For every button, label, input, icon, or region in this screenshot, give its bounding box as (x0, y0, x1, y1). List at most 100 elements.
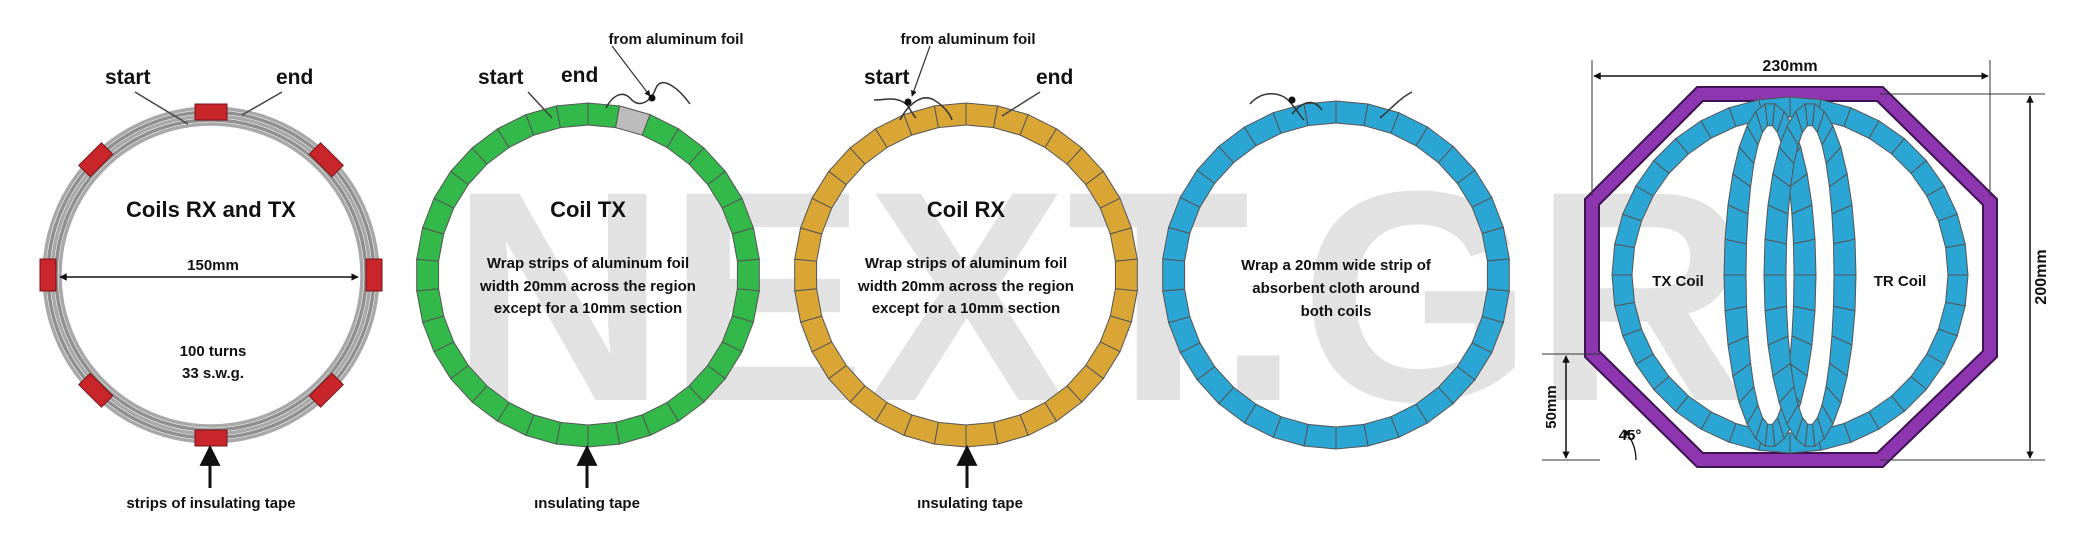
tx-coil-segment (1723, 238, 1748, 276)
coil-tx-solder-point (648, 94, 656, 102)
coil-tx-desc-line1: Wrap strips of aluminum foil (487, 255, 689, 272)
assembly-ring-segment (1611, 274, 1635, 307)
coil-tx-foil-pointer (611, 45, 651, 97)
tape-strip (194, 103, 228, 121)
cloth-wrapped-ring (1162, 100, 1510, 450)
rx-foil-segment (965, 421, 999, 448)
start-wire (134, 91, 189, 125)
cloth-segment (1303, 100, 1337, 127)
tape-strip (78, 372, 114, 408)
tape-strip-rect (39, 258, 57, 292)
angle-label: 45° (1619, 427, 1642, 444)
tape-strip (39, 258, 57, 292)
cloth-desc-line1: Wrap a 20mm wide strip of (1241, 257, 1432, 274)
overlapping-coils (1611, 96, 1969, 454)
turns-label: 100 turns (180, 343, 247, 360)
tx-coil-segment (1723, 274, 1748, 312)
end-wire (241, 91, 283, 116)
cloth-segment (1335, 423, 1369, 450)
coil-rx-end-label: end (1036, 66, 1073, 89)
tr-coil-segment (1832, 274, 1857, 312)
angle-arc (1623, 429, 1637, 461)
width-label: 230mm (1762, 58, 1817, 75)
coil-rx-panel: Coil RX Wrap strips of aluminum foil wid… (794, 31, 1138, 512)
coil-rx-solder-point (904, 98, 912, 106)
tr-coil-segment (1832, 238, 1857, 276)
coil-rx-desc-line2: width 20mm across the region (857, 278, 1074, 295)
tx-coil-segment (1792, 274, 1817, 312)
rx-foil-segment (794, 258, 818, 292)
diameter-label: 150mm (187, 257, 239, 274)
corner-label: 50mm (1543, 385, 1560, 428)
end-label: end (276, 66, 313, 89)
assembly-ring-segment (1611, 243, 1635, 276)
coil-rx-end-wire (1001, 91, 1041, 117)
rx-foil-segment (1114, 258, 1138, 292)
tape-strip (78, 142, 114, 178)
cloth-segment (1335, 100, 1369, 127)
tx-foil-segment (587, 102, 621, 129)
insulating-tape-strips (39, 103, 383, 447)
coil-tx-foil-note: from aluminum foil (609, 31, 744, 48)
coil-rx-start-label: start (864, 66, 910, 89)
coil-tx-title: Coil TX (550, 197, 626, 222)
height-label: 200mm (2033, 249, 2050, 304)
tape-strip (308, 142, 344, 178)
coil-tx-panel: Coil TX Wrap strips of aluminum foil wid… (416, 31, 760, 512)
assembly-panel: 230mm 200mm 50mm 45° TX Coil TR Coil (1542, 58, 2050, 468)
tx-foil-segment (416, 288, 445, 323)
cloth-segment (1486, 258, 1510, 292)
coil-rx-desc-line1: Wrap strips of aluminum foil (865, 255, 1067, 272)
coil-rx-tx-title: Coils RX and TX (126, 197, 296, 222)
coil-tx-desc-line2: width 20mm across the region (479, 278, 696, 295)
wire-turn (54, 118, 368, 432)
rx-foil-segment (933, 421, 967, 448)
tape-strip-rect (78, 142, 114, 178)
tape-strip (194, 429, 228, 447)
coil-tx-start-wire (527, 91, 553, 119)
tx-foil-segment (416, 258, 440, 292)
tx-coil-label: TX Coil (1652, 273, 1704, 290)
tr-coil-segment (1763, 274, 1788, 312)
tx-foil-segment (587, 421, 621, 448)
coil-rx-title: Coil RX (927, 197, 1006, 222)
tape-strip (365, 258, 383, 292)
cloth-desc-line2: absorbent cloth around (1252, 280, 1420, 297)
coil-tx-tape-caption: ınsulating tape (534, 495, 640, 512)
rx-foil-segment (965, 102, 999, 129)
assembly-ring-segment (1945, 274, 1969, 307)
coil-tx-foil-lead (605, 81, 691, 109)
cloth-segment (1162, 258, 1186, 292)
coil-tx-start-label: start (478, 66, 524, 89)
cloth-wrap-panel: Wrap a 20mm wide strip of absorbent clot… (1162, 91, 1510, 450)
coil-rx-desc-line3: except for a 10mm section (872, 300, 1060, 317)
coil-tx-foil-ring (416, 102, 760, 448)
assembly-ring-segment (1945, 243, 1969, 276)
tape-strip-rect (308, 142, 344, 178)
tx-coil-segment (1792, 238, 1817, 276)
tape-strip-rect (78, 372, 114, 408)
tape-strip-rect (365, 258, 383, 292)
tape-caption: strips of insulating tape (126, 495, 295, 512)
tr-coil-segment (1763, 238, 1788, 276)
cloth-coil-solder-point (1288, 96, 1296, 104)
coil-rx-foil-note: from aluminum foil (901, 31, 1036, 48)
coil-rx-tx-panel: Coils RX and TX 150mm 100 turns 33 s.w.g… (39, 66, 383, 512)
coil-tx-end-label: end (561, 64, 598, 87)
tx-foil-segment (555, 102, 589, 129)
tx-foil-segment (555, 421, 589, 448)
coil-rx-tape-caption: ınsulating tape (917, 495, 1023, 512)
cloth-coil-leads (1249, 91, 1413, 121)
coil-tx-desc-line3: except for a 10mm section (494, 300, 682, 317)
tape-strip-rect (194, 103, 228, 121)
cloth-segment (1303, 423, 1337, 450)
tape-strip-rect (194, 429, 228, 447)
cloth-desc-line3: both coils (1301, 303, 1372, 320)
coil-rx-foil-pointer (911, 45, 931, 97)
assembly-ring-segment (1937, 213, 1966, 249)
tx-foil-segment (736, 258, 760, 292)
start-label: start (105, 66, 151, 89)
tr-coil-label: TR Coil (1874, 273, 1927, 290)
tape-strip-rect (308, 372, 344, 408)
